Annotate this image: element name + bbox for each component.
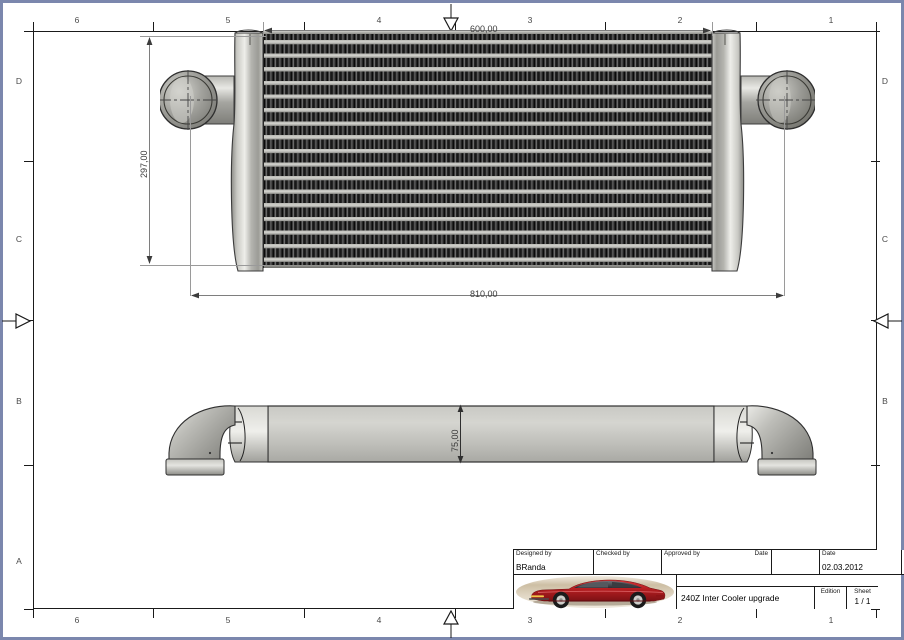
right-zone-label-d: D [881,76,889,86]
title-block: Designed by BRanda Checked by Approved b… [513,549,904,609]
left-zone-label-c: C [15,234,23,244]
dimension-value-core-height: 297,00 [139,150,149,178]
title-block-title-cell: 240Z Inter Cooler upgrade [677,587,815,609]
right-zone-label-b: B [882,396,888,406]
drawing-title: 240Z Inter Cooler upgrade [681,593,780,603]
bottom-ruler-label-5: 5 [225,615,231,625]
intercooler-side-view [165,405,817,476]
core-top-cap [264,31,713,34]
core-bottom-cap [264,265,713,268]
left-zone-label-b: B [16,396,22,406]
dimension-arrow-line-810 [191,292,784,299]
right-center-mark-icon [872,313,902,329]
title-block-spare-cell [902,550,904,575]
top-ruler-label-3: 3 [527,15,533,25]
right-end-tank-front-view [711,29,815,272]
dimension-value-overall-width: 810,00 [470,289,498,299]
title-block-sheet-cell: Sheet 1 / 1 [847,587,878,609]
left-zone-label-d: D [15,76,23,86]
date-label-1: Date [754,550,769,557]
designed-by-label: Designed by [516,550,552,557]
title-block-upper-blank [677,575,878,587]
red-240z-car-photo [514,575,676,609]
title-block-edition-cell: Edition [815,587,847,609]
dimension-value-depth: 75,00 [450,429,460,452]
left-zone-label-a: A [16,556,22,566]
title-block-date2-cell: Date 02.03.2012 [820,550,902,575]
sheet-label: Sheet [854,588,871,595]
left-center-mark-icon [2,313,32,329]
bottom-center-mark-icon [442,609,460,638]
core-tube-rows [264,31,713,268]
bottom-ruler-label-3: 3 [527,615,533,625]
sheet-value: 1 / 1 [854,596,871,606]
top-ruler-label-2: 2 [677,15,683,25]
date-value-2: 02.03.2012 [822,562,863,572]
top-ruler-label-4: 4 [376,15,382,25]
top-ruler-label-6: 6 [74,15,80,25]
bottom-ruler-label-4: 4 [376,615,382,625]
title-block-designed-by-cell: Designed by BRanda [514,550,594,575]
right-zone-label-c: C [881,234,889,244]
dimension-arrow-line-297 [146,37,153,264]
title-block-date1-value-cell [772,550,820,575]
bottom-ruler-label-2: 2 [677,615,683,625]
designed-by-value: BRanda [516,562,546,572]
top-center-mark-icon [442,4,460,32]
car-thumbnail-cell [514,575,677,609]
approved-by-label: Approved by [664,550,700,557]
bottom-ruler-label-1: 1 [828,615,834,625]
bottom-ruler-label-6: 6 [74,615,80,625]
edition-label: Edition [820,588,841,595]
title-block-approved-by-cell: Approved by Date [662,550,772,575]
left-end-tank-front-view [160,29,264,272]
dimension-arrow-line-75 [457,404,464,464]
title-block-checked-by-cell: Checked by [594,550,662,575]
dimension-value-core-width: 600,00 [470,24,498,34]
top-ruler-label-5: 5 [225,15,231,25]
top-ruler-label-1: 1 [828,15,834,25]
dimension-arrow-line-600 [264,27,711,34]
intercooler-core-front-view [263,31,714,268]
checked-by-label: Checked by [596,550,630,557]
date-label-2: Date [822,550,836,557]
